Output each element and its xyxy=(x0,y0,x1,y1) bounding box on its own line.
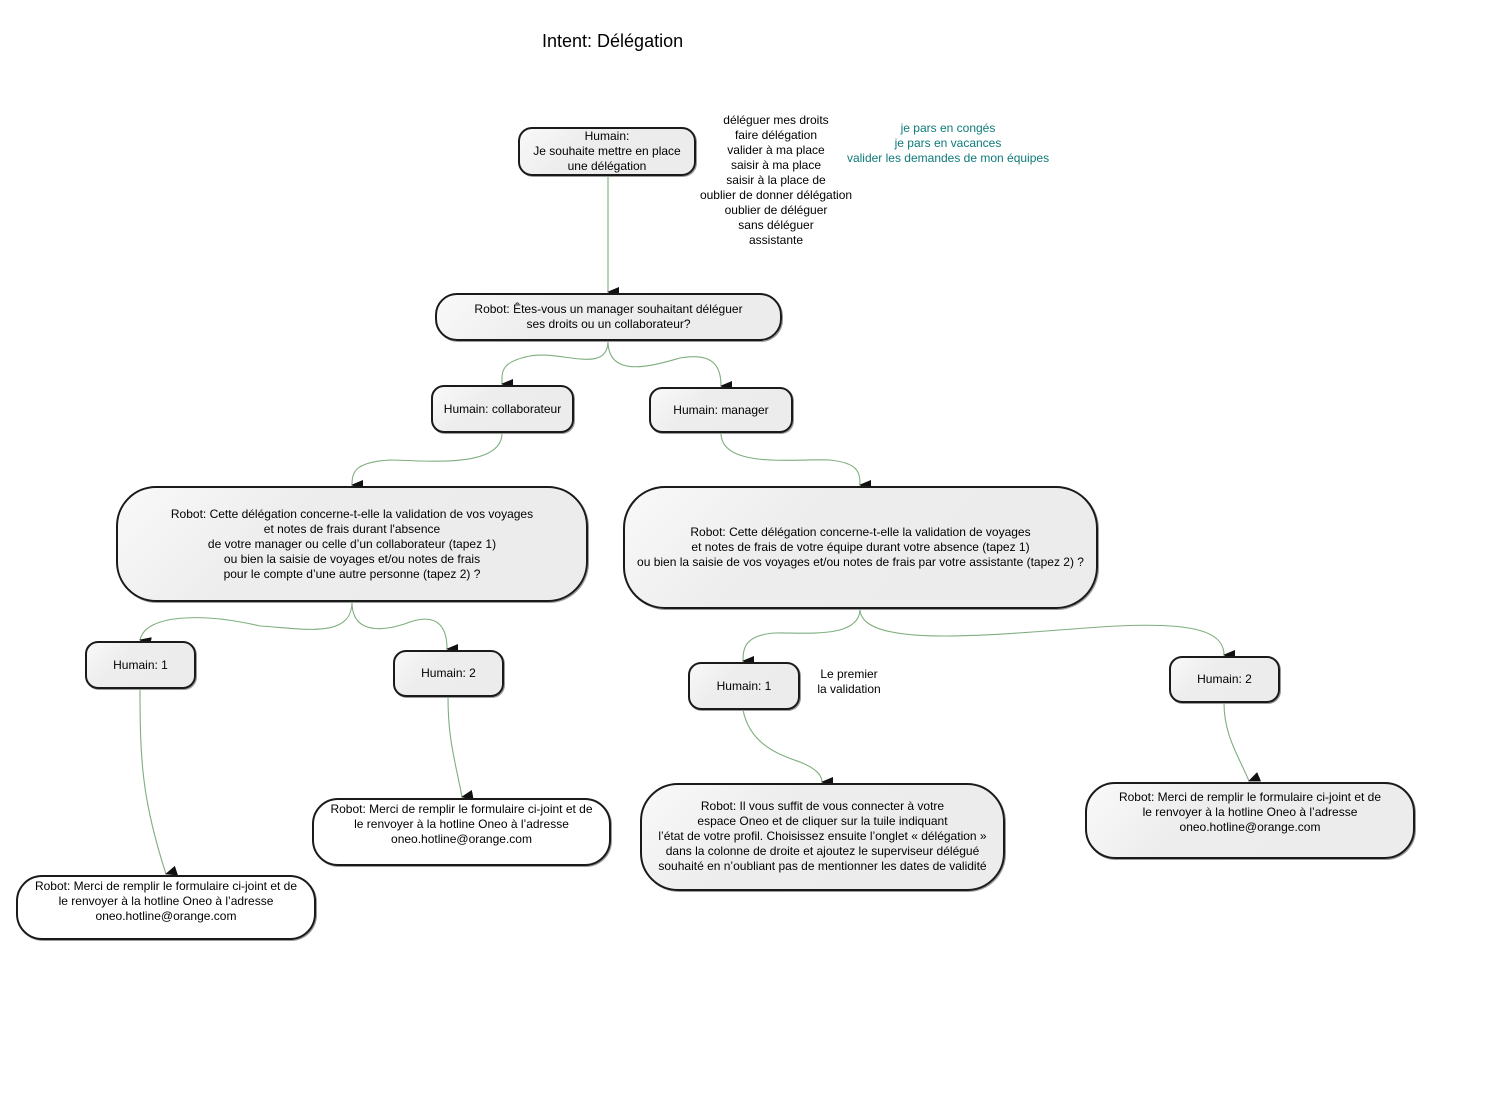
node-human-start: Humain: Je souhaite mettre en place une … xyxy=(518,127,696,176)
node-robot-form-answer-manager-2: Robot: Merci de remplir le formulaire ci… xyxy=(1085,782,1415,859)
node-human-manager: Humain: manager xyxy=(649,387,793,433)
edge-c1-to-rc1 xyxy=(139,688,179,876)
node-human-collab-2: Humain: 2 xyxy=(393,650,504,697)
node-robot-delegation-instructions: Robot: Il vous suffit de vous connecter … xyxy=(640,783,1005,891)
node-robot-form-answer-collab-1: Robot: Merci de remplir le formulaire ci… xyxy=(16,875,316,940)
diagram-title: Intent: Délégation xyxy=(542,31,684,51)
edge-q1-to-collab xyxy=(501,340,609,389)
node-human-manager-1: Humain: 1 xyxy=(688,662,800,710)
node-human-collaborateur: Humain: collaborateur xyxy=(431,385,574,433)
synonyms-note: déléguer mes droits faire délégation val… xyxy=(699,113,853,247)
edge-c2-to-rc2 xyxy=(447,696,474,800)
edge-collab-to-qcollab xyxy=(351,432,503,491)
examples-note: je pars en congés je pars en vacances va… xyxy=(846,121,1050,165)
node-robot-role-question: Robot: Êtes-vous un manager souhaitant d… xyxy=(435,293,782,341)
edge-qmanager-to-m2 xyxy=(859,608,1236,660)
first-validation-note: Le premier la validation xyxy=(817,667,881,696)
node-robot-form-answer-collab-2: Robot: Merci de remplir le formulaire ci… xyxy=(312,798,611,866)
edge-qcollab-to-c1 xyxy=(139,601,353,648)
node-robot-manager-question: Robot: Cette délégation concerne-t-elle … xyxy=(623,486,1098,609)
edge-manager-to-qmanager xyxy=(720,432,872,490)
edge-qmanager-to-m1 xyxy=(742,608,861,667)
edge-m1-to-rm1 xyxy=(742,709,834,787)
node-human-collab-1: Humain: 1 xyxy=(85,641,196,689)
node-robot-collab-question: Robot: Cette délégation concerne-t-elle … xyxy=(116,486,588,602)
edge-q1-to-manager xyxy=(607,340,733,391)
edge-m2-to-rm2 xyxy=(1223,702,1262,782)
edge-qcollab-to-c2 xyxy=(351,601,459,654)
node-human-manager-2: Humain: 2 xyxy=(1169,656,1280,703)
